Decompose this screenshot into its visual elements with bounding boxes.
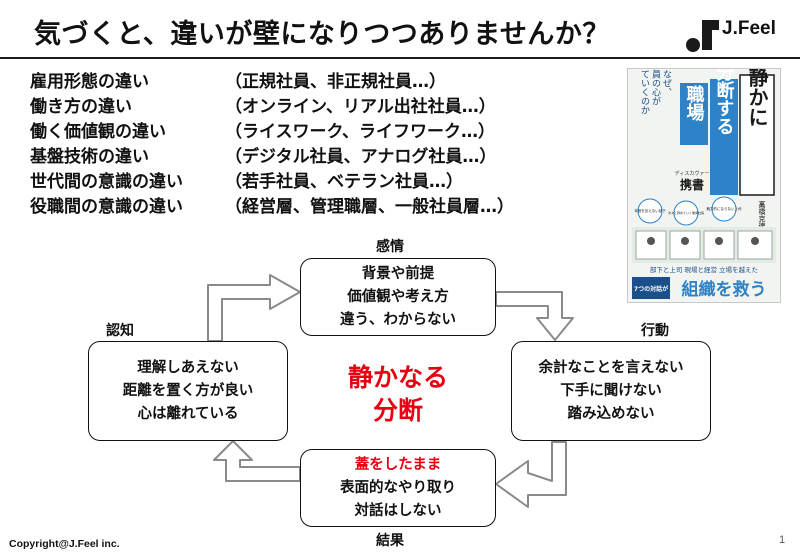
book-title-band-small (680, 83, 708, 145)
differences-list: 雇用形態の違い （正規社員、非正規社員…） 働き方の違い （オンライン、リアル出社社… (30, 70, 514, 220)
action-label: 行動 (641, 323, 669, 339)
list-item: 役職間の意識の違い （経営層、管理職層、一般社員層…） (30, 195, 514, 220)
difference-name: 働き方の違い (30, 97, 132, 117)
cognition-line: 理解しあえない (137, 359, 239, 376)
result-line-highlight: 蓋をしたまま (354, 456, 442, 473)
book-cover-art: 静かに 分断する 職場 なぜ、 社員の心が 離れていくのか ディスカヴァー 携書… (632, 69, 776, 300)
book-title-band (710, 79, 738, 195)
difference-examples: （デジタル社員、アナログ社員…） (225, 147, 497, 167)
cognition-line: 距離を置く方が良い (122, 382, 254, 399)
center-line: 静かなる (347, 363, 448, 392)
book-subtitle-2: 社員の心が (650, 69, 661, 106)
arrow-action-to-result (495, 441, 567, 508)
book-badge-bg (632, 277, 670, 299)
result-line: 対話はしない (354, 502, 442, 519)
center-line: 分断 (372, 396, 423, 425)
difference-examples: （経営層、管理職層、一般社員層…） (225, 197, 514, 217)
difference-examples: （ライスワーク、ライフワーク…） (225, 122, 495, 142)
cognition-line: 心は離れている (137, 405, 239, 422)
logo-mark-icon (686, 20, 719, 52)
emotion-line: 価値観や考え方 (347, 288, 449, 305)
book-bubble-2: 次々と辞めていく優秀社員 (668, 210, 704, 215)
cognition-box: 理解しあえない 距離を置く方が良い 心は離れている (88, 341, 288, 441)
difference-examples: （若手社員、ベテラン社員…） (225, 172, 463, 192)
difference-name: 働く価値観の違い (30, 122, 166, 142)
page-title: 気づくと、違いが壁になりつつありませんか？ (34, 19, 610, 50)
bubble-shape (673, 200, 699, 226)
difference-name: 基盤技術の違い (30, 147, 149, 167)
action-line: 余計なことを言えない (538, 359, 684, 376)
bubble-shape (637, 198, 663, 224)
person-icon (715, 237, 723, 245)
bubble-shape (711, 196, 737, 222)
book-author: 高橋克徳 (758, 200, 766, 230)
arrow-emotion-to-action (495, 291, 574, 341)
person-icon (647, 237, 655, 245)
person-icon (681, 237, 689, 245)
title-divider (0, 57, 800, 59)
book-series: 携書 (680, 177, 704, 192)
list-item: 働き方の違い （オンライン、リアル出社社員…） (30, 95, 514, 120)
arrow-cognition-to-emotion (207, 274, 301, 342)
emotion-box: 背景や前提 価値観や考え方 違う、わからない (300, 258, 496, 336)
book-title-part2: 分断する (714, 69, 735, 135)
list-item: 基盤技術の違い （デジタル社員、アナログ社員…） (30, 145, 514, 170)
result-line: 表面的なやり取り (340, 479, 456, 496)
result-box: 蓋をしたまま 表面的なやり取り 対話はしない (300, 449, 496, 527)
page-number: 1 (779, 534, 786, 546)
book-series-small: ディスカヴァー (675, 170, 710, 177)
person-icon (751, 237, 759, 245)
difference-name: 役職間の意識の違い (30, 197, 183, 217)
book-bubble-1: 本音を言えない部下 (634, 208, 666, 213)
book-title-part3: 職場 (684, 84, 705, 122)
book-subtitle-3: 離れていくのか (639, 69, 650, 115)
cognition-label: 認知 (106, 323, 134, 339)
difference-name: 世代間の意識の違い (30, 172, 183, 192)
book-tagline: 部下と上司 現場と経営 立場を越えた (650, 265, 758, 274)
book-bubble-3: 魅力的にならない上司 (707, 206, 742, 211)
book-author-prefix: 著 (759, 202, 764, 209)
emotion-label: 感情 (376, 239, 404, 255)
book-headline: 組織を救う (682, 279, 767, 300)
center-message: 静かなる 分断 (336, 361, 460, 427)
list-item: 雇用形態の違い （正規社員、非正規社員…） (30, 70, 514, 95)
result-label: 結果 (376, 533, 404, 549)
list-item: 世代間の意識の違い （若手社員、ベテラン社員…） (30, 170, 514, 195)
emotion-line: 背景や前提 (361, 265, 435, 282)
company-logo: J.Feel (684, 8, 794, 52)
logo-text: J.Feel (722, 18, 776, 39)
book-subtitle-1: なぜ、 (661, 69, 672, 96)
difference-examples: （正規社員、非正規社員…） (225, 72, 446, 92)
action-line: 下手に聞けない (560, 382, 662, 399)
action-line: 踏み込めない (567, 405, 655, 422)
difference-examples: （オンライン、リアル出社社員…） (225, 97, 496, 117)
book-title-frame (739, 74, 775, 196)
book-title-part1: 静かに (745, 69, 769, 127)
copyright: Copyright@J.Feel inc. (9, 538, 120, 550)
book-badge: 7つの対話が (634, 285, 668, 293)
difference-name: 雇用形態の違い (30, 72, 149, 92)
list-item: 働く価値観の違い （ライスワーク、ライフワーク…） (30, 120, 514, 145)
arrow-result-to-cognition (213, 440, 301, 482)
book-cover-image: 静かに 分断する 職場 なぜ、 社員の心が 離れていくのか ディスカヴァー 携書… (627, 68, 781, 303)
emotion-line: 違う、わからない (340, 311, 456, 328)
action-box: 余計なことを言えない 下手に聞けない 踏み込めない (511, 341, 711, 441)
